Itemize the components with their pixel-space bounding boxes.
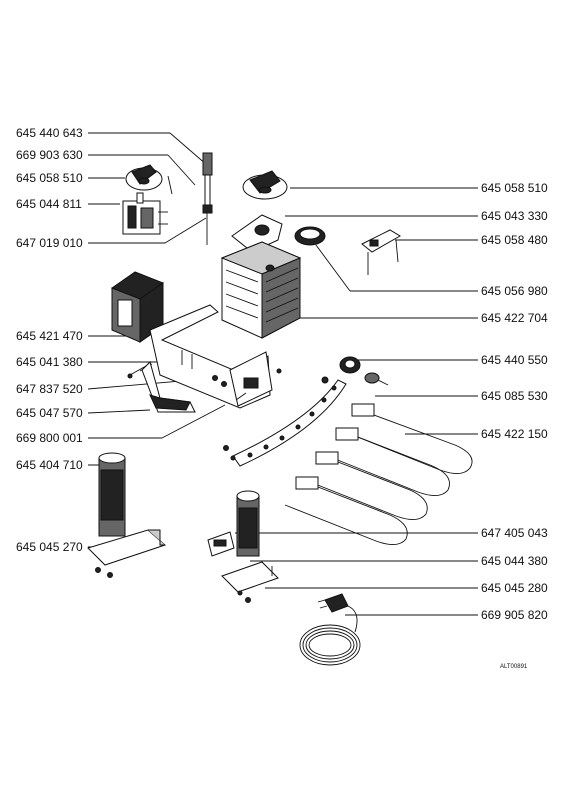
label-645-440-643: 645 440 643 bbox=[16, 126, 83, 140]
part-645-056-980-ring bbox=[294, 226, 326, 246]
labels-left: 645 440 643 669 903 630 645 058 510 645 … bbox=[16, 126, 83, 554]
part-645-058-480-switch bbox=[361, 229, 401, 275]
label-647-405-043: 647 405 043 bbox=[481, 526, 548, 540]
label-645-044-811: 645 044 811 bbox=[16, 197, 82, 211]
label-645-043-330: 645 043 330 bbox=[481, 209, 548, 223]
label-647-019-010: 647 019 010 bbox=[16, 236, 83, 250]
part-645-058-510-knob-left bbox=[125, 164, 173, 195]
part-669-905-820-power-cord bbox=[299, 593, 361, 666]
part-645-404-710-capacitor bbox=[98, 452, 126, 537]
part-645-422-704-heating-block bbox=[220, 241, 302, 339]
part-645-047-570-bracket bbox=[141, 361, 196, 413]
label-645-045-270: 645 045 270 bbox=[16, 540, 83, 554]
part-645-421-470-transformer bbox=[110, 271, 165, 343]
part-645-085-530-perforated-strip bbox=[223, 376, 347, 467]
label-645-058-480: 645 058 480 bbox=[481, 233, 548, 247]
part-645-440-643-probe bbox=[202, 152, 213, 245]
label-645-421-470: 645 421 470 bbox=[16, 329, 83, 343]
label-645-058-510-left: 645 058 510 bbox=[16, 171, 83, 185]
label-645-045-280: 645 045 280 bbox=[481, 581, 548, 595]
label-645-422-150: 645 422 150 bbox=[481, 427, 548, 441]
label-645-085-530: 645 085 530 bbox=[481, 389, 548, 403]
part-645-043-330-bracket bbox=[231, 214, 283, 253]
label-645-056-980: 645 056 980 bbox=[481, 284, 548, 298]
label-647-837-520: 647 837 520 bbox=[16, 382, 83, 396]
part-645-440-550-grommet bbox=[339, 356, 389, 386]
fins bbox=[225, 267, 299, 323]
part-645-044-380-capacitor bbox=[236, 490, 260, 557]
part-645-044-811-thermostat bbox=[122, 192, 168, 235]
label-645-404-710: 645 404 710 bbox=[16, 458, 83, 472]
label-645-044-380: 645 044 380 bbox=[481, 554, 548, 568]
part-645-045-270-base bbox=[87, 529, 166, 578]
label-669-800-001: 669 800 001 bbox=[16, 431, 83, 445]
part-647-405-043-clamp bbox=[207, 531, 235, 557]
part-645-058-510-knob-right bbox=[242, 170, 288, 200]
leader-lines bbox=[87, 132, 478, 616]
label-645-058-510-right: 645 058 510 bbox=[481, 181, 548, 195]
label-669-903-630: 669 903 630 bbox=[16, 148, 83, 162]
label-645-047-570: 645 047 570 bbox=[16, 406, 83, 420]
label-669-905-820: 669 905 820 bbox=[481, 608, 548, 622]
part-647-837-520-fasteners bbox=[212, 368, 282, 401]
part-645-422-150-heating-elements bbox=[284, 403, 473, 545]
label-645-041-380: 645 041 380 bbox=[16, 355, 83, 369]
label-645-422-704: 645 422 704 bbox=[481, 311, 548, 325]
part-669-800-001-chassis bbox=[149, 304, 273, 409]
labels-right: 645 058 510 645 043 330 645 058 480 645 … bbox=[481, 181, 548, 622]
drawing-code: ALT00891 bbox=[500, 664, 528, 670]
part-645-045-280-base bbox=[221, 561, 279, 603]
label-645-440-550: 645 440 550 bbox=[481, 353, 548, 367]
